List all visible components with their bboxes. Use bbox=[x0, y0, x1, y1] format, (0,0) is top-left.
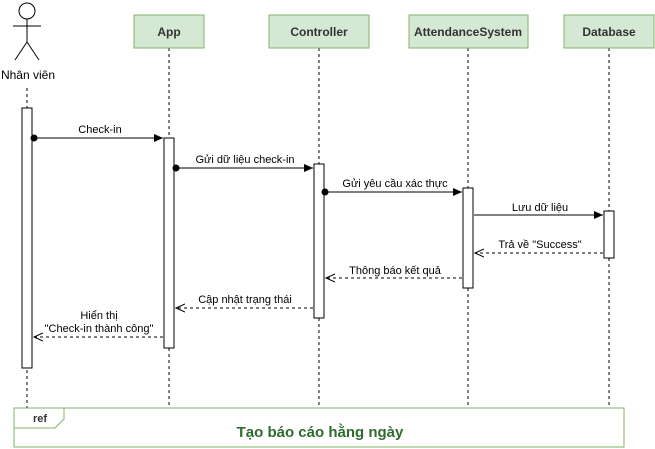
message-notify-result-label: Thông báo kết quả bbox=[349, 265, 442, 277]
participant-database: Database bbox=[563, 14, 655, 49]
message-return-success: Trả về "Success" bbox=[475, 239, 603, 253]
participant-app-label: App bbox=[157, 25, 180, 39]
message-verify-request: Gửi yêu cầu xác thực bbox=[321, 178, 462, 196]
ref-tag: ref bbox=[33, 413, 47, 425]
message-display-success: Hiển thị "Check-in thành công" bbox=[34, 310, 163, 337]
actor-figure bbox=[13, 2, 41, 61]
participant-attendance: AttendanceSystem bbox=[408, 14, 529, 49]
participant-app: App bbox=[133, 14, 205, 49]
participant-attendance-label: AttendanceSystem bbox=[414, 25, 522, 39]
attendance-activation bbox=[462, 187, 474, 289]
message-check-in: Check-in bbox=[30, 124, 163, 142]
message-verify-request-label: Gửi yêu cầu xác thực bbox=[342, 178, 448, 190]
message-check-in-label: Check-in bbox=[78, 124, 121, 136]
controller-activation bbox=[313, 163, 325, 319]
app-activation bbox=[163, 137, 175, 349]
actor-activation bbox=[21, 107, 33, 369]
ref-frame: ref Tạo báo cáo hằng ngày bbox=[13, 407, 625, 448]
message-save-data: Lưu dữ liệu bbox=[474, 202, 603, 219]
message-send-checkin-data: Gửi dữ liệu check-in bbox=[172, 154, 313, 172]
participant-database-label: Database bbox=[582, 25, 636, 39]
database-activation bbox=[603, 210, 615, 259]
actor-label: Nhân viên bbox=[1, 68, 55, 82]
message-display-success-label-1: Hiển thị bbox=[80, 310, 117, 322]
participant-controller-label: Controller bbox=[290, 25, 348, 39]
activations bbox=[21, 107, 615, 369]
ref-title: Tạo báo cáo hằng ngày bbox=[237, 423, 404, 441]
message-update-status-label: Cập nhật trạng thái bbox=[198, 294, 292, 306]
message-save-data-label: Lưu dữ liệu bbox=[512, 202, 568, 214]
participant-controller: Controller bbox=[268, 14, 370, 49]
message-notify-result: Thông báo kết quả bbox=[326, 265, 462, 278]
message-update-status: Cập nhật trạng thái bbox=[176, 294, 313, 308]
message-return-success-label: Trả về "Success" bbox=[498, 239, 581, 251]
message-display-success-label-2: "Check-in thành công" bbox=[45, 323, 154, 335]
message-send-checkin-data-label: Gửi dữ liệu check-in bbox=[195, 154, 294, 166]
